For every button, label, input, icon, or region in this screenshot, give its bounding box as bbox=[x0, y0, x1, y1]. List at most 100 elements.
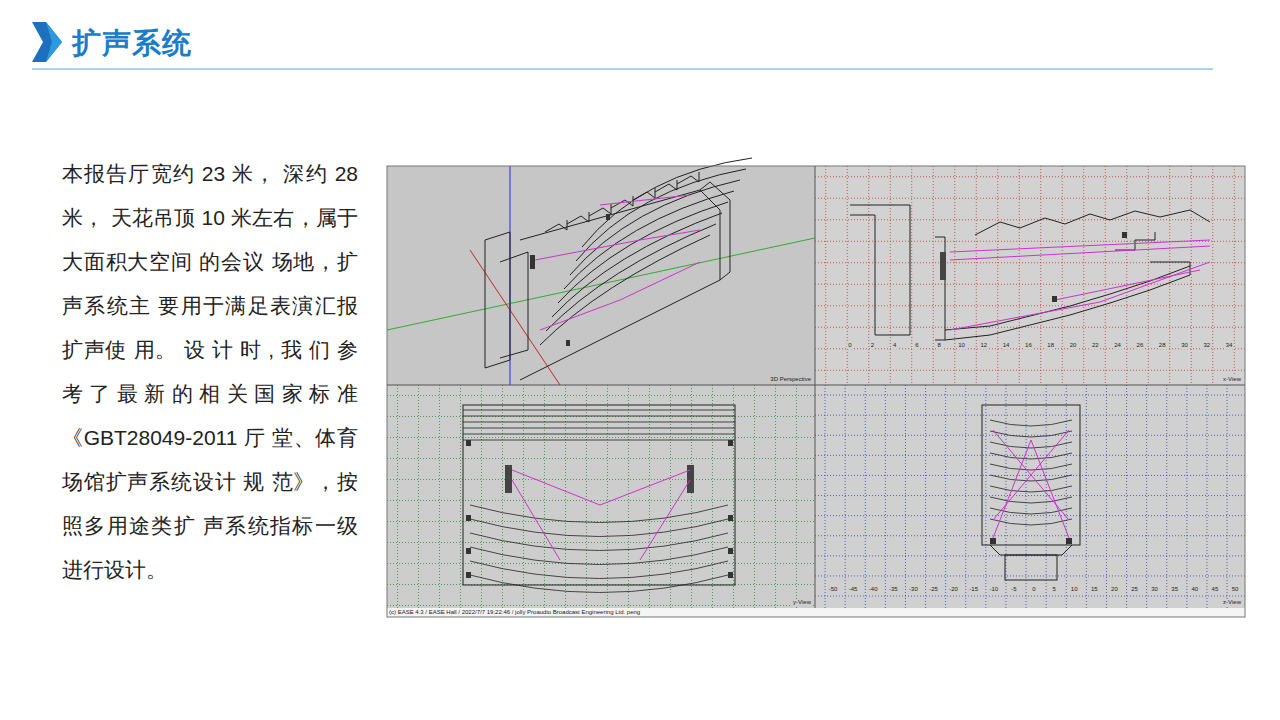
grid-line bbox=[815, 305, 1245, 306]
grid-line bbox=[387, 479, 815, 480]
coverage-line bbox=[993, 440, 1069, 538]
axis-tick: 16 bbox=[1024, 342, 1033, 349]
grid-line bbox=[1106, 385, 1107, 608]
view-x-ground bbox=[815, 166, 1245, 385]
grid-line bbox=[1062, 166, 1063, 385]
hall-outline bbox=[520, 190, 720, 380]
grid-line bbox=[387, 395, 815, 396]
slide-title: 扩声系统 bbox=[72, 24, 192, 64]
grid-line bbox=[868, 166, 869, 385]
axis-tick: 0 bbox=[1031, 586, 1036, 593]
grid-line bbox=[815, 219, 1245, 220]
axis-tick: 0 bbox=[847, 342, 852, 349]
axis-tick: 28 bbox=[1158, 342, 1167, 349]
speaker bbox=[530, 255, 535, 269]
grid-line bbox=[815, 395, 1245, 396]
line-array bbox=[687, 465, 694, 493]
axis-tick: 45 bbox=[1211, 586, 1220, 593]
axis-tick: 25 bbox=[1130, 586, 1139, 593]
grid-line bbox=[1019, 166, 1020, 385]
grid-line bbox=[1227, 385, 1228, 608]
ceiling-line bbox=[463, 440, 735, 441]
axis-tick: 40 bbox=[1190, 586, 1199, 593]
grid-line bbox=[1234, 166, 1235, 385]
grid-line bbox=[387, 521, 815, 522]
axis-tick: -15 bbox=[968, 586, 979, 593]
axis-tick: -40 bbox=[868, 586, 879, 593]
grid-line bbox=[628, 385, 629, 608]
grid-line bbox=[712, 385, 713, 608]
grid-line bbox=[885, 385, 886, 608]
stage-outline bbox=[1005, 555, 1057, 580]
axis-tick: 34 bbox=[1225, 342, 1234, 349]
axis-tick: -50 bbox=[828, 586, 839, 593]
ceiling-line bbox=[463, 416, 735, 417]
seating-row bbox=[990, 431, 1072, 437]
grid-line bbox=[1086, 385, 1087, 608]
axis-tick: 22 bbox=[1091, 342, 1100, 349]
balcony-step bbox=[655, 180, 677, 192]
tier-arc bbox=[470, 575, 728, 593]
seating-row bbox=[990, 442, 1072, 448]
coverage-line bbox=[1055, 270, 1200, 300]
axis-tick: -5 bbox=[1010, 586, 1017, 593]
grid-line bbox=[815, 415, 1245, 416]
axis-tick: 50 bbox=[1231, 586, 1240, 593]
speaker bbox=[990, 538, 996, 544]
speaker bbox=[1066, 538, 1072, 544]
grid-line bbox=[815, 176, 1245, 177]
hall-outline bbox=[463, 405, 735, 585]
grid-line bbox=[387, 563, 815, 564]
axis-tick: -25 bbox=[928, 586, 939, 593]
grid-line bbox=[865, 385, 866, 608]
axis-tick: 10 bbox=[1070, 586, 1079, 593]
speaker bbox=[728, 440, 733, 446]
grid-line bbox=[1191, 166, 1192, 385]
axis-tick: 6 bbox=[914, 342, 919, 349]
seating-tier bbox=[582, 158, 752, 247]
grid-line bbox=[976, 166, 977, 385]
line-array bbox=[940, 252, 946, 280]
body-paragraph: 本报告厅宽约 23 米， 深约 28 米， 天花吊顶 10 米左右，属于大面积大… bbox=[62, 152, 358, 592]
axis-tick: -35 bbox=[888, 586, 899, 593]
view-label: z-View bbox=[1222, 599, 1242, 606]
axis-line bbox=[470, 250, 560, 385]
coverage-line bbox=[950, 246, 1210, 260]
view-3d-ground bbox=[387, 166, 815, 385]
ceiling-line bbox=[463, 428, 735, 429]
grid-line bbox=[1066, 385, 1067, 608]
grid-line bbox=[815, 435, 1245, 436]
grid-line bbox=[523, 385, 524, 608]
balcony-step bbox=[1115, 232, 1155, 250]
grid-line bbox=[387, 500, 815, 501]
axis-tick: -30 bbox=[908, 586, 919, 593]
grid-line bbox=[460, 385, 461, 608]
grid-line bbox=[1148, 166, 1149, 385]
seating-row bbox=[990, 464, 1072, 470]
seating-tier bbox=[540, 235, 710, 345]
grid-line bbox=[1186, 385, 1187, 608]
line-array bbox=[505, 465, 512, 493]
grid-line bbox=[1169, 166, 1170, 385]
grid-line bbox=[825, 166, 826, 385]
grid-line bbox=[965, 385, 966, 608]
grid-line bbox=[439, 385, 440, 608]
seating-rake bbox=[945, 266, 1190, 330]
grid-line bbox=[847, 166, 848, 385]
grid-line bbox=[815, 535, 1245, 536]
axis-tick: 24 bbox=[1113, 342, 1122, 349]
grid-line bbox=[815, 515, 1245, 516]
coverage-line bbox=[993, 430, 1069, 520]
grid-line bbox=[775, 385, 776, 608]
footer-strip bbox=[387, 608, 1245, 617]
grid-line bbox=[733, 385, 734, 608]
tier-arc bbox=[470, 561, 728, 579]
grid-line bbox=[954, 166, 955, 385]
hall-outline bbox=[982, 405, 1080, 545]
speaker bbox=[1052, 296, 1057, 302]
axis-tick: 20 bbox=[1110, 586, 1119, 593]
coverage-line bbox=[512, 470, 690, 505]
stage-front bbox=[990, 545, 1072, 555]
grid-line bbox=[1040, 166, 1041, 385]
